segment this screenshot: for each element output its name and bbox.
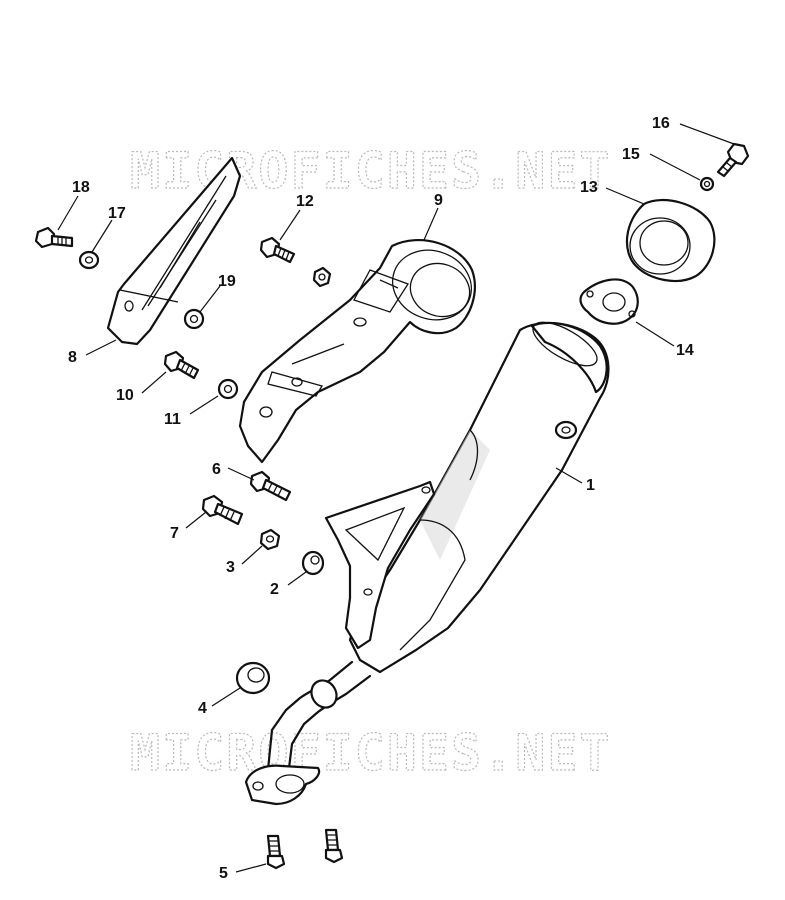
part-11-washer: [217, 378, 239, 400]
part-8-heat-shield-plate: [106, 156, 242, 346]
callout-12: 12: [296, 193, 314, 210]
callout-11: 11: [164, 411, 181, 428]
part-3-nut: [259, 528, 281, 551]
callout-1: 1: [586, 477, 595, 494]
part-5-stud-right: [324, 828, 344, 864]
part-2-rubber: [301, 550, 325, 576]
callout-13: 13: [580, 179, 598, 196]
part-15-washer: [699, 176, 715, 192]
callout-2: 2: [270, 581, 279, 598]
callout-10: 10: [116, 387, 134, 404]
part-17-washer: [78, 250, 100, 270]
callout-9: 9: [434, 192, 443, 209]
part-7-bolt: [201, 494, 244, 526]
callout-17: 17: [108, 205, 126, 222]
callout-5: 5: [219, 865, 228, 882]
part-10-bolt: [163, 350, 200, 380]
callout-19: 19: [218, 273, 236, 290]
callout-8: 8: [68, 349, 77, 366]
part-6-bolt: [249, 470, 292, 502]
leader-lines: [57, 123, 735, 873]
callout-6: 6: [212, 461, 221, 478]
part-16-bolt: [716, 142, 750, 178]
part-12-nut: [312, 266, 332, 288]
part-19-washer: [183, 308, 205, 330]
callout-4: 4: [198, 700, 207, 717]
callout-18: 18: [72, 179, 90, 196]
part-4-gasket: [235, 661, 271, 695]
watermark-bottom: MICROFICHES.NET: [130, 724, 612, 782]
callout-15: 15: [622, 146, 640, 163]
part-12-bolt: [259, 236, 296, 264]
callout-7: 7: [170, 525, 179, 542]
part-18-bolt: [34, 226, 74, 249]
part-9-muffler-protector: [238, 239, 476, 464]
part-1-muffler: [244, 321, 610, 806]
part-5-stud-left: [266, 834, 286, 870]
callout-3: 3: [226, 559, 235, 576]
callout-16: 16: [652, 115, 670, 132]
callout-14: 14: [676, 342, 694, 359]
part-13-end-cap: [625, 199, 716, 283]
part-14-gasket-plate: [579, 278, 639, 325]
